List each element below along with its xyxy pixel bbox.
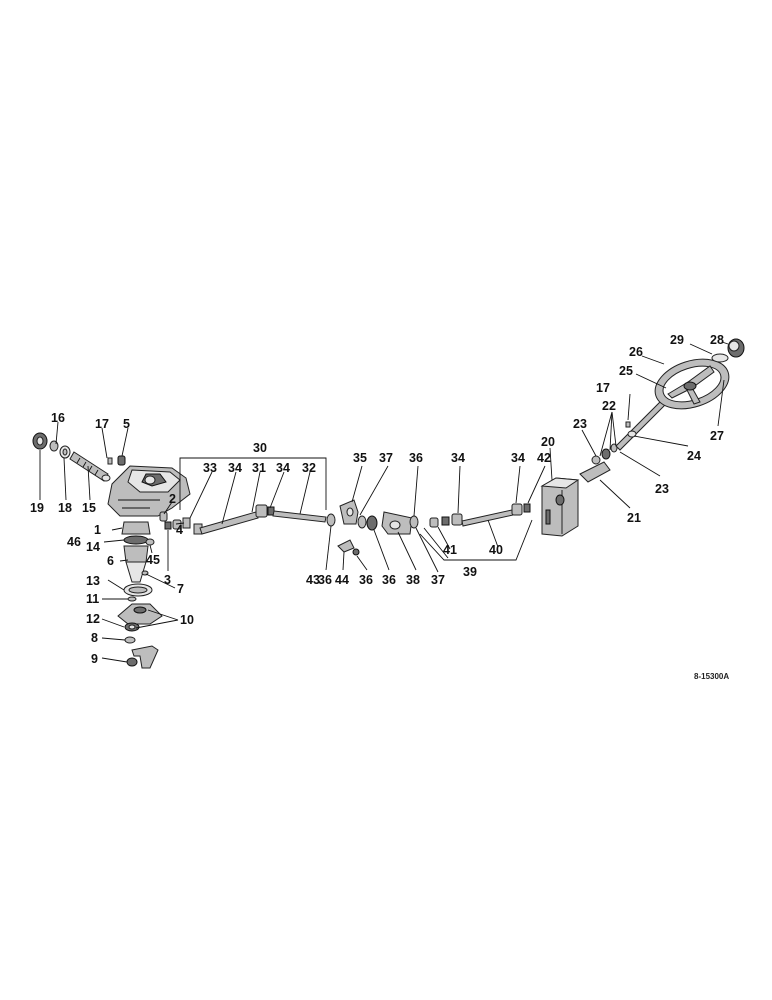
callout-21: 21 (627, 511, 641, 525)
callout-34c: 34 (451, 451, 465, 465)
callout-12: 12 (86, 612, 100, 626)
callout-41: 41 (443, 543, 457, 557)
callout-40: 40 (489, 543, 503, 557)
callout-25: 25 (619, 364, 633, 378)
callout-30: 30 (253, 441, 267, 455)
callout-32: 32 (302, 461, 316, 475)
housing-cover (117, 603, 163, 632)
callout-9: 9 (91, 652, 98, 666)
callout-36c: 36 (359, 573, 373, 587)
callout-18: 18 (58, 501, 72, 515)
sector-shaft-assembly (121, 521, 155, 583)
small-screw-and-nut (107, 455, 126, 466)
callout-17a: 17 (95, 417, 109, 431)
drawing-reference-number: 8-15300A (694, 672, 729, 681)
callout-4: 4 (176, 523, 183, 537)
callout-35: 35 (353, 451, 367, 465)
worm-shaft (69, 451, 111, 482)
callout-45: 45 (146, 553, 160, 567)
callout-7: 7 (177, 582, 184, 596)
callout-39: 39 (463, 565, 477, 579)
callout-34a: 34 (228, 461, 242, 475)
callout-10: 10 (180, 613, 194, 627)
callout-14: 14 (86, 540, 100, 554)
callout-38: 38 (406, 573, 420, 587)
horn-cap (711, 338, 745, 363)
callout-23b: 23 (655, 482, 669, 496)
callout-33: 33 (203, 461, 217, 475)
callout-37a: 37 (379, 451, 393, 465)
callout-22: 22 (602, 399, 616, 413)
callout-36d: 36 (382, 573, 396, 587)
callout-44: 44 (335, 573, 349, 587)
callout-36b: 36 (409, 451, 423, 465)
callout-17b: 17 (596, 381, 610, 395)
upper-shaft (429, 503, 531, 528)
callout-34d: 34 (511, 451, 525, 465)
callout-19: 19 (30, 501, 44, 515)
callout-20: 20 (541, 435, 555, 449)
callout-34b: 34 (276, 461, 290, 475)
steering-column-housing (540, 477, 580, 537)
intermediate-shaft (199, 504, 327, 535)
column-bracket (579, 443, 618, 483)
callout-24: 24 (687, 449, 701, 463)
callout-26: 26 (629, 345, 643, 359)
center-bearing-group (326, 499, 419, 556)
callout-3: 3 (164, 573, 171, 587)
callout-16: 16 (51, 411, 65, 425)
callout-13: 13 (86, 574, 100, 588)
callout-2: 2 (169, 492, 176, 506)
callout-27: 27 (710, 429, 724, 443)
steering-wheel (654, 358, 730, 410)
callout-6: 6 (107, 554, 114, 568)
callout-15: 15 (82, 501, 96, 515)
callout-29: 29 (670, 333, 684, 347)
steering-gear-housing (107, 465, 191, 517)
callout-36a: 36 (318, 573, 332, 587)
callout-labels: 1 2 3 4 5 6 7 8 9 10 11 12 13 14 15 16 1… (30, 333, 729, 681)
callout-46: 46 (67, 535, 81, 549)
callout-5: 5 (123, 417, 130, 431)
callout-37b: 37 (431, 573, 445, 587)
callout-43: 43 (306, 573, 320, 587)
leader-lines (39, 341, 729, 663)
callout-42: 42 (537, 451, 551, 465)
callout-31: 31 (252, 461, 266, 475)
left-end-cap-parts (32, 432, 71, 459)
callout-8: 8 (91, 631, 98, 645)
callout-11: 11 (86, 592, 99, 606)
callout-23a: 23 (573, 417, 587, 431)
callout-1: 1 (94, 523, 101, 537)
pitman-arm (124, 636, 159, 669)
callout-28: 28 (710, 333, 724, 347)
